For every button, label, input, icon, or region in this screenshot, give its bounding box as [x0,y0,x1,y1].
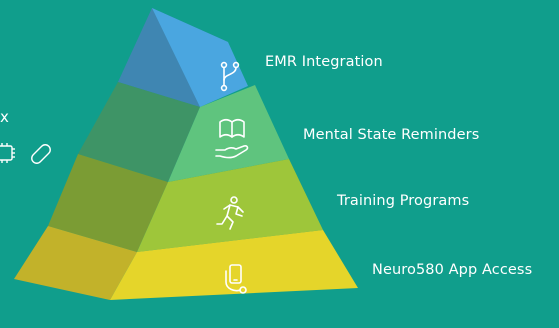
chip-icon [0,143,15,163]
git-branch-icon [220,61,240,92]
tier-side-face [78,82,200,182]
smartphone-stethoscope-icon [225,264,247,294]
tier-side-face [48,154,168,252]
tier-label-neuro580-app-access: Neuro580 App Access [372,262,533,278]
pill-icon [31,144,51,164]
running-person-icon [216,196,244,230]
tier-label-mental-state-reminders: Mental State Reminders [303,127,480,143]
tier-front-face [168,85,289,182]
left-fragment-text: x [0,108,9,126]
tier-side-face [14,226,137,300]
tier-label-emr-integration: EMR Integration [265,54,383,70]
pyramid-tier-mental-state-reminders [78,82,289,182]
tier-label-training-programs: Training Programs [337,193,470,209]
open-book-hand-icon [215,118,249,159]
